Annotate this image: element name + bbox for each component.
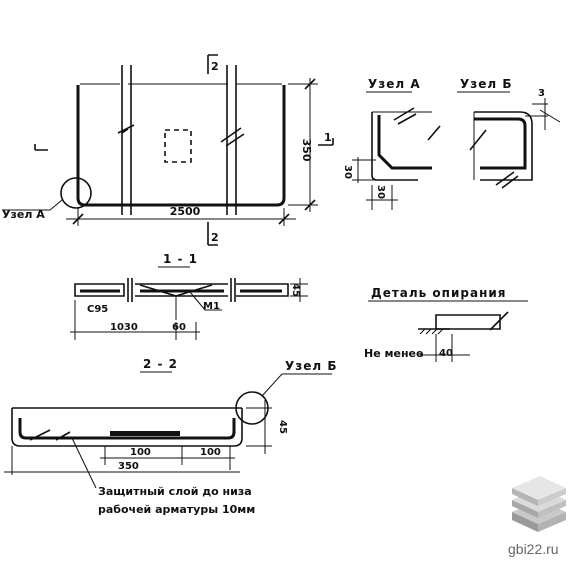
section-22-rebar xyxy=(18,418,236,440)
sec11-height-dimension: 45 xyxy=(290,283,301,297)
detail-b-dimension: 3 xyxy=(538,88,545,99)
protective-note-line2: рабочей арматуры 10мм xyxy=(98,503,255,516)
not-less-label: Не менее xyxy=(364,347,423,360)
detail-a-height-dimension: 30 xyxy=(342,165,353,179)
section-11-slab xyxy=(74,283,289,297)
detail-uzel-b: Узел Б 3 xyxy=(457,77,561,189)
watermark-text: gbi22.ru xyxy=(508,541,559,557)
mesh-mark-label: М1 xyxy=(203,301,220,312)
section-2-bottom-label: 2 xyxy=(211,231,219,244)
section-2-2: 2 - 2 Узел Б 45 100 100 350 Защитный сло… xyxy=(4,357,337,516)
watermark: gbi22.ru xyxy=(508,476,566,557)
section-22-mesh xyxy=(110,431,180,436)
uzel-b-title: Узел Б xyxy=(460,77,512,91)
sec22-total-dimension: 350 xyxy=(118,461,139,472)
uzel-a-callout-circle xyxy=(60,177,92,209)
plan-view: 2 2 1 350 2500 Узел А xyxy=(2,54,334,246)
support-slab xyxy=(435,314,501,330)
uzel-a-title: Узел А xyxy=(368,77,421,91)
detail-b-rebar xyxy=(474,117,527,170)
stack-logo-icon xyxy=(512,476,566,532)
plan-height-dimension: 350 xyxy=(300,139,313,162)
section-1-right-label: 1 xyxy=(324,131,332,144)
sec11-left-dimension: С95 xyxy=(87,304,108,315)
section-22-slab xyxy=(11,407,243,447)
detail-support-title: Деталь опирания xyxy=(371,286,506,300)
detail-uzel-a: Узел А 30 30 xyxy=(342,77,441,210)
section-cut-line-2 xyxy=(121,65,132,215)
detail-a-rebar xyxy=(377,115,432,170)
protective-note-line1: Защитный слой до низа xyxy=(98,485,252,498)
detail-support-dimension: 40 xyxy=(439,348,453,359)
sec22-seg1-dimension: 100 xyxy=(130,447,151,458)
section-11-title: 1 - 1 xyxy=(163,252,198,266)
plan-length-dimension: 2500 xyxy=(170,205,201,218)
plan-opening xyxy=(164,129,192,163)
section-22-title: 2 - 2 xyxy=(143,357,178,371)
sec22-seg2-dimension: 100 xyxy=(200,447,221,458)
sec11-span-dimension: 1030 xyxy=(110,322,138,333)
plan-outline xyxy=(76,85,286,207)
detail-a-width-dimension: 30 xyxy=(375,185,386,199)
sec22-height-dimension: 45 xyxy=(277,420,288,434)
section-1-1: 1 - 1 М1 С95 1030 60 45 xyxy=(70,252,308,340)
uzel-a-callout-label: Узел А xyxy=(2,208,45,221)
sec11-mid-dimension: 60 xyxy=(172,322,186,333)
detail-support: Деталь опирания Не менее 40 xyxy=(364,286,528,362)
detail-a-slab-edge xyxy=(371,112,418,181)
section-2-top-label: 2 xyxy=(211,60,219,73)
uzel-b-callout-label: Узел Б xyxy=(285,359,337,373)
